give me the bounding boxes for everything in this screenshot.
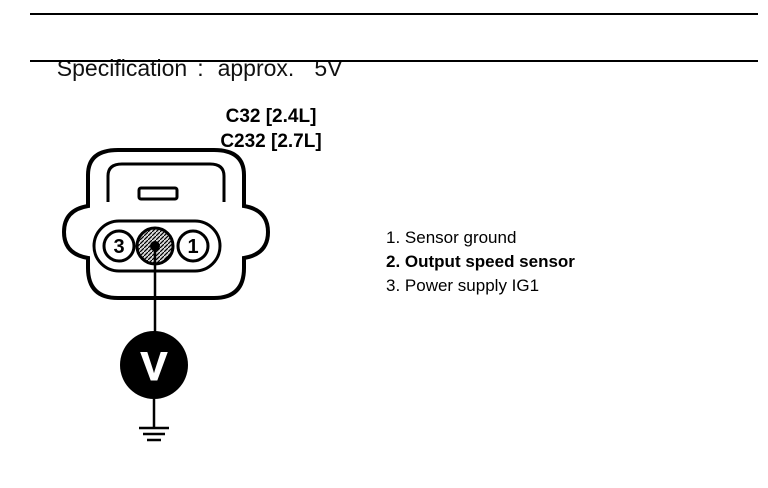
- bottom-rule: [30, 60, 758, 62]
- connector-icon: 3 1: [61, 148, 271, 300]
- pin-1-label: 1: [187, 236, 198, 258]
- pin-legend: 1. Sensor ground 2. Output speed sensor …: [386, 226, 575, 298]
- pin-3-terminal: [102, 229, 136, 263]
- pin-3-label: 3: [113, 236, 124, 258]
- voltmeter-icon: V: [120, 331, 188, 399]
- specification-line: Specification: approx. 5V: [44, 23, 343, 83]
- connector-code-labels: C32 [2.4L] C232 [2.7L]: [196, 104, 346, 154]
- legend-item-2: 2. Output speed sensor: [386, 252, 575, 271]
- ground-symbol-icon: [139, 426, 169, 442]
- specification-separator: :: [197, 55, 204, 81]
- specification-label: Specification: [56, 55, 188, 81]
- top-rule: [30, 13, 758, 15]
- pin-1-terminal: [176, 229, 210, 263]
- specification-approx: approx.: [217, 55, 295, 81]
- voltmeter-symbol: V: [141, 345, 168, 389]
- connector-code-2-4l: C32 [2.4L]: [225, 106, 317, 127]
- connector-code-2-7l: C232 [2.7L]: [220, 131, 322, 152]
- legend-item-1: 1. Sensor ground: [386, 228, 517, 247]
- legend-item-3: 3. Power supply IG1: [386, 276, 540, 295]
- specification-value: 5V: [314, 55, 343, 81]
